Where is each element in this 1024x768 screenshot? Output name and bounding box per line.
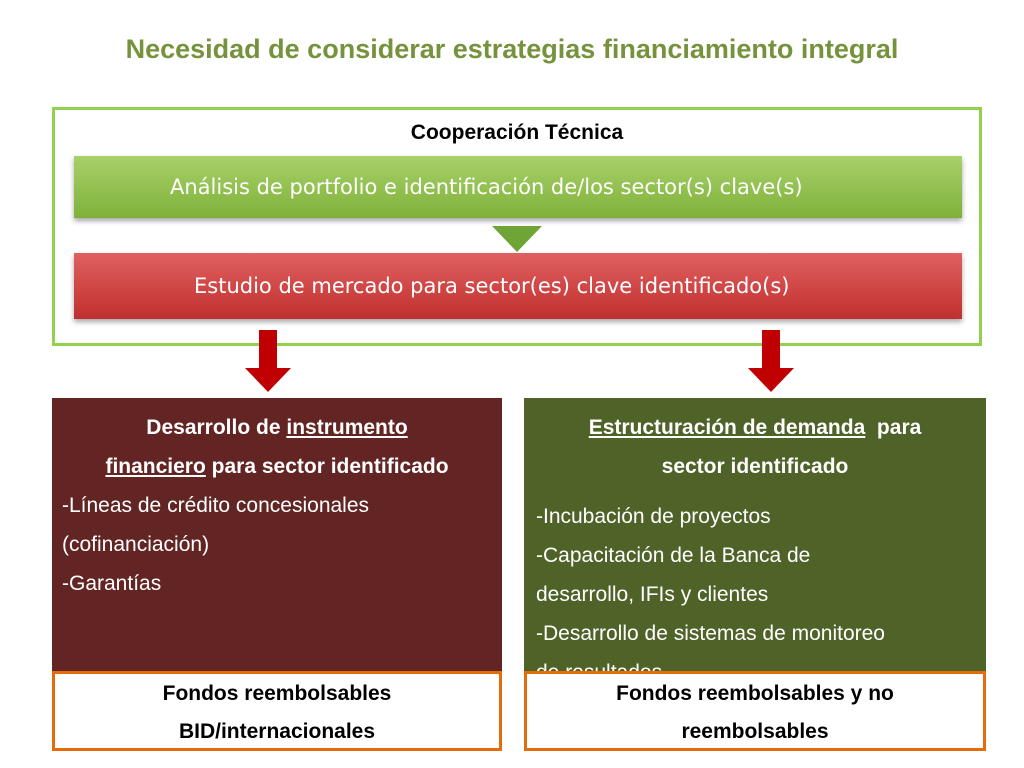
market-study-label: Estudio de mercado para sector(es) clave… xyxy=(194,274,790,298)
demand-structuring-list: -Incubación de proyectos -Capacitación d… xyxy=(536,497,974,671)
fund-label-line2: reembolsables xyxy=(681,720,829,743)
portfolio-analysis-label: Análisis de portfolio e identificación d… xyxy=(170,175,803,199)
fund-label-line2: BID/internacionales xyxy=(178,720,376,743)
list-item: -Desarrollo de sistemas de monitoreo xyxy=(536,622,885,645)
list-item: -Capacitación de la Banca de xyxy=(536,544,811,567)
list-item: de resultados xyxy=(536,653,974,671)
financial-instrument-panel: Desarrollo de instrumento financiero par… xyxy=(52,398,502,671)
heading-text: para sector identificado xyxy=(205,455,449,478)
slide-title: Necesidad de considerar estrategias fina… xyxy=(125,34,899,64)
list-item: -Garantías xyxy=(62,572,162,595)
market-study-bar: Estudio de mercado para sector(es) clave… xyxy=(74,253,962,319)
heading-underlined-financiero: financiero xyxy=(105,455,206,478)
list-item: -Incubación de proyectos xyxy=(536,505,771,528)
demand-structuring-panel: Estructuración de demanda para sector id… xyxy=(524,398,986,671)
demand-structuring-heading: Estructuración de demanda para sector id… xyxy=(536,408,974,486)
heading-underlined-estructuracion: Estructuración de demanda xyxy=(588,416,866,439)
heading-underlined-instrumento: instrumento xyxy=(286,416,408,439)
cooperation-title: Cooperación Técnica xyxy=(410,121,624,144)
fund-label-line1: Fondos reembolsables xyxy=(162,682,392,705)
green-down-arrow-icon xyxy=(492,226,542,252)
list-item: (cofinanciación) xyxy=(62,533,210,556)
list-item: -Líneas de crédito concesionales xyxy=(62,494,370,517)
left-down-arrow-icon xyxy=(245,330,291,392)
portfolio-analysis-bar: Análisis de portfolio e identificación d… xyxy=(74,156,962,218)
heading-text: Desarrollo de xyxy=(146,416,287,439)
heading-text: para xyxy=(865,416,922,439)
list-item: desarrollo, IFIs y clientes xyxy=(536,583,769,606)
heading-text: sector identificado xyxy=(661,455,849,478)
financial-instrument-heading: Desarrollo de instrumento financiero par… xyxy=(62,408,492,486)
right-down-arrow-icon xyxy=(748,330,794,392)
reimbursable-funds-box: Fondos reembolsables BID/internacionales xyxy=(52,671,502,751)
fund-label-line1: Fondos reembolsables y no xyxy=(616,682,894,705)
mixed-funds-box: Fondos reembolsables y no reembolsables xyxy=(524,671,986,751)
financial-instrument-list: -Líneas de crédito concesionales (cofina… xyxy=(62,486,492,603)
